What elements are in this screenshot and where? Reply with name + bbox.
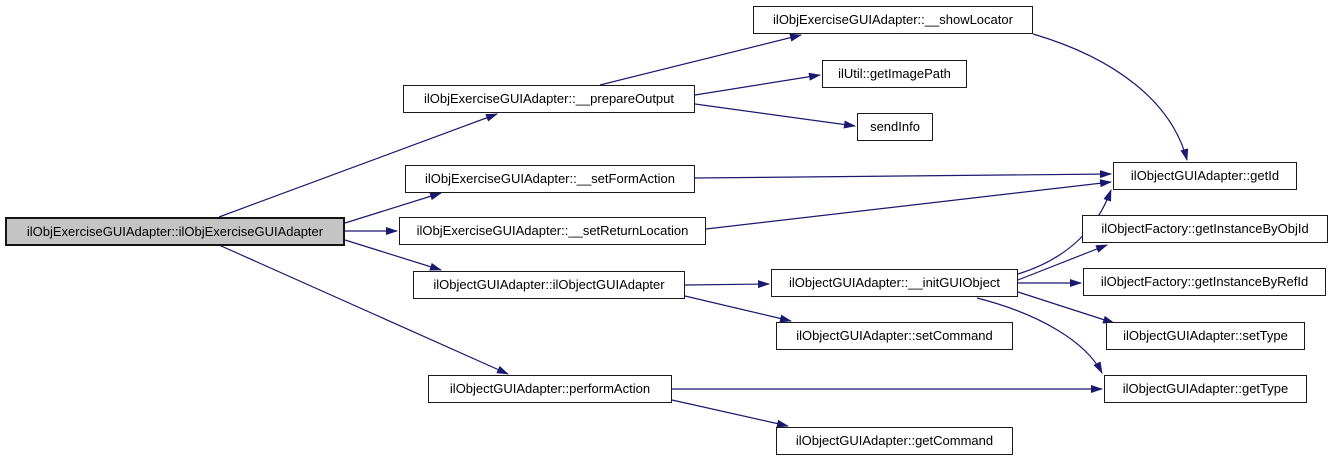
node-setFormAction[interactable]: ilObjExerciseGUIAdapter::__setFormAction [405,165,695,193]
edge-initGUIObject-to-getType [976,297,1103,374]
edge-objCtor-to-setCommand [684,295,792,323]
node-getId[interactable]: ilObjectGUIAdapter::getId [1113,162,1297,190]
edge-main-to-prepareOutput [218,113,498,218]
edge-prepareOutput-to-showLocator [599,33,802,86]
node-ilObjectGUIAdapter-constructor[interactable]: ilObjectGUIAdapter::ilObjectGUIAdapter [413,271,685,299]
node-setCommand[interactable]: ilObjectGUIAdapter::setCommand [776,322,1013,350]
edge-initGUIObject-to-getId [1017,189,1112,275]
edge-main-to-performAction [218,244,509,375]
node-getCommand[interactable]: ilObjectGUIAdapter::getCommand [776,427,1013,455]
edge-main-to-objCtor [344,239,442,271]
edge-setFormAction-to-getId [694,170,1112,179]
node-setReturnLocation[interactable]: ilObjExerciseGUIAdapter::__setReturnLoca… [399,217,706,245]
edge-setReturnLocation-to-getId [705,179,1112,230]
node-showLocator[interactable]: ilObjExerciseGUIAdapter::__showLocator [753,6,1033,34]
node-getInstanceByRefId[interactable]: ilObjectFactory::getInstanceByRefId [1083,268,1326,296]
node-prepareOutput[interactable]: ilObjExerciseGUIAdapter::__prepareOutput [403,85,695,113]
node-performAction[interactable]: ilObjectGUIAdapter::performAction [428,375,672,403]
node-initGUIObject[interactable]: ilObjectGUIAdapter::__initGUIObject [771,269,1018,297]
edge-objCtor-to-initGUIObject [684,280,770,289]
node-getInstanceByObjId[interactable]: ilObjectFactory::getInstanceByObjId [1082,215,1328,243]
edge-prepareOutput-to-sendInfo [694,103,856,129]
node-getType[interactable]: ilObjectGUIAdapter::getType [1104,375,1307,403]
node-ilObjExerciseGUIAdapter-constructor: ilObjExerciseGUIAdapter::ilObjExerciseGU… [5,217,345,246]
node-getImagePath[interactable]: ilUtil::getImagePath [822,60,967,88]
edge-initGUIObject-to-setType [1017,291,1115,324]
node-setType[interactable]: ilObjectGUIAdapter::setType [1106,322,1305,350]
edge-initGUIObject-to-getInstanceByObjId [1017,244,1108,281]
node-sendInfo[interactable]: sendInfo [857,113,933,141]
edge-main-to-setFormAction [344,192,442,224]
edge-prepareOutput-to-getImagePath [694,72,821,96]
edge-performAction-to-getCommand [671,399,789,428]
edge-showLocator-to-getId [1032,33,1189,161]
